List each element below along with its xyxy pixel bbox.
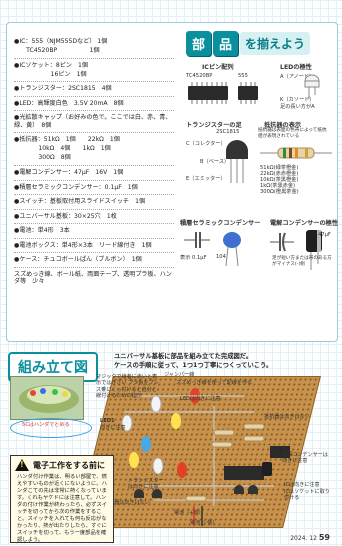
parts-item: スズめっき線、ボール紙、両面テープ、透明プラ板、ハンダ等 少々	[14, 270, 172, 286]
callout-jumper: ジャンパー線	[164, 372, 195, 378]
parts-item: 10kΩ 4個 1kΩ 1個	[14, 145, 111, 153]
led-icon	[304, 74, 320, 99]
base-label: B（ベース）	[200, 159, 230, 165]
callout-marker: マジックで線者に赤いと表示ではきさい プラ板をプレス乗にくっ付けると自分と線付け…	[96, 374, 159, 400]
ic-pin-label: ICピン配列	[202, 64, 234, 71]
parts-panel	[6, 22, 338, 342]
parts-item: 16ピン 1個	[14, 70, 87, 78]
collector-label: C（コレクター）	[186, 141, 226, 147]
resistor-icon	[260, 147, 332, 159]
callout-ic-dir: ICは向きに注意	[284, 482, 320, 488]
led-polarity-label: LEDの極性	[280, 64, 312, 71]
divider	[14, 95, 174, 97]
warning-title-text: 電子工作をする前に	[33, 460, 105, 470]
divider	[14, 208, 174, 210]
divider	[14, 237, 174, 239]
elec-note: 足が短い方または帯のある方がマイナス(-)側	[272, 256, 332, 267]
resistor-note: 抵抗器は表面の色帯によって抵抗値が表現されている	[258, 128, 327, 139]
resistor-10k: 10kΩ(茶黒橙金)	[260, 177, 299, 183]
callout-transistor: トランジスターは向きに注意	[128, 478, 164, 491]
divider	[14, 81, 174, 83]
title-char: 部	[186, 30, 212, 56]
parts-item: ●スイッチ：基板取付用スライドスイッチ 1個	[14, 198, 146, 206]
resistor-51k: 51kΩ(緑茶橙金)	[260, 165, 299, 171]
case-illustration	[19, 385, 79, 413]
callout-tin-wire: スズめっき線を使って配線を作る	[176, 380, 253, 386]
resistor-300: 300Ω(橙黒茶金)	[260, 189, 299, 195]
divider	[14, 252, 174, 254]
ceramic-cap-label: 積層セラミックコンデンサー	[180, 220, 261, 227]
parts-item: ●ケース：チュコボールぱん（ブルボン） 1個	[14, 256, 142, 264]
issue-date: 2024. 12	[290, 535, 317, 542]
parts-item: ●積層セラミックコンデンサー：0.1μF 1個	[14, 183, 138, 191]
parts-item: ●光拡散キャップ（お好みの色で。ここでは白、赤、青、緑、黄） 8個	[14, 114, 172, 129]
callout-led1-dir: 向きに注意	[100, 425, 126, 431]
case-photo	[10, 376, 84, 420]
parts-item: ●IC：555（NJM555Dなど） 1個	[14, 38, 108, 45]
parts-item: ●トランジスター：2SC1815 4個	[14, 85, 112, 93]
page-number: 59	[318, 533, 330, 542]
resistor-1k: 1kΩ(茶黒赤金)	[260, 183, 296, 189]
callout-elec-cap: 電解コンデンサーは向きに注意	[282, 452, 328, 465]
elec-cap-icon	[270, 230, 322, 270]
parts-item: ●電池：単4形 3本	[14, 227, 70, 235]
ceramic-note: 表示 0.1μF	[180, 255, 207, 261]
callout-battery-plus: 電池（+側）	[174, 510, 204, 516]
board-components	[121, 388, 290, 526]
divider	[14, 132, 174, 134]
ceramic-mark: 104	[216, 254, 226, 260]
divider	[14, 266, 174, 268]
tc4520bp-label: TC4520BP	[186, 73, 213, 79]
divider	[14, 194, 174, 196]
parts-item: ●電池ボックス：単4形×3本 リード線付き 1個	[14, 241, 152, 249]
warning-icon	[15, 459, 29, 471]
parts-list: ●IC：555（NJM555Dなど） 1個 TC4520BP 1個 ●ICソケッ…	[14, 38, 174, 287]
callout-led1: LED1	[100, 418, 115, 424]
ic-chip-drawing	[188, 82, 258, 104]
parts-item: TC4520BP 1個	[14, 47, 100, 55]
parts-item: ●ICソケット：8ピン 1個	[14, 61, 88, 69]
parts-item: ●電解コンデンサー：47μF 16V 1個	[14, 169, 124, 177]
parts-item: ●ユニバーサル基板：30×25穴 1枚	[14, 212, 117, 220]
led-cathode-label: K（カソード）	[280, 97, 315, 103]
warning-body: ハンダ付け作業は、明るい部屋で、燃えやすいものが近くにないように。ハンダこての先…	[17, 474, 108, 544]
divider	[14, 179, 174, 181]
resistor-label: 抵抗器の表示	[264, 122, 302, 129]
divider	[14, 223, 174, 225]
callout-solder: 5Cはハンダでとめる	[22, 422, 70, 428]
callout-ic-socket: ICはソケットに取り付ける	[284, 489, 330, 502]
transistor-icon	[226, 140, 248, 183]
build-desc-line: ユニバーサル基板に部品を組み立てた完成図だ。	[114, 353, 253, 360]
ceramic-cap-icon	[184, 232, 241, 267]
callout-resistor-2: 抵抗器は向きはない	[104, 500, 150, 506]
title-rest: を揃えよう	[240, 31, 311, 55]
divider	[14, 110, 174, 112]
parts-item: ●LED：高輝度白色 3.5V 20mA 8個	[14, 99, 124, 107]
led-note: 足の長い方がA	[280, 104, 315, 110]
transistor-label: トランジスターの足	[186, 122, 242, 129]
elec-value: 47μF	[318, 232, 331, 238]
divider	[14, 165, 174, 167]
n555-label: 555	[238, 73, 248, 79]
title-char: 品	[213, 30, 239, 56]
case-highlight	[10, 418, 92, 438]
warning-box: 電子工作をする前に ハンダ付け作業は、明るい部屋で、燃えやすいものが近くにないよ…	[10, 455, 114, 543]
callout-battery-minus: 電池（-側）	[190, 520, 218, 526]
section-title-parts: 部 品 を揃えよう	[186, 28, 311, 58]
build-desc-line: ケースの手順に従って、1つ1つ丁寧につくっていこう。	[114, 361, 273, 369]
callout-led-dir: LEDは向きに注意	[180, 396, 221, 402]
emitter-label: E（エミッター）	[186, 176, 226, 182]
parts-item: 300Ω 8個	[14, 154, 71, 162]
transistor-model: 2SC1815	[216, 129, 240, 135]
parts-item: ●抵抗器：51kΩ 1個 22kΩ 1個	[14, 136, 120, 144]
build-description: ユニバーサル基板に部品を組み立てた完成図だ。 ケースの手順に従って、1つ1つ丁寧…	[114, 353, 272, 370]
resistor-22k: 22kΩ(赤赤橙金)	[260, 171, 299, 177]
elec-cap-label: 電解コンデンサーの極性	[270, 220, 339, 227]
divider	[14, 57, 174, 59]
page-footer: 2024. 12 59	[290, 533, 330, 542]
warning-title: 電子工作をする前に	[15, 459, 105, 471]
led-anode-label: A（アノード）	[280, 74, 315, 80]
callout-resistor: 抵抗器は向きはない	[264, 414, 310, 420]
